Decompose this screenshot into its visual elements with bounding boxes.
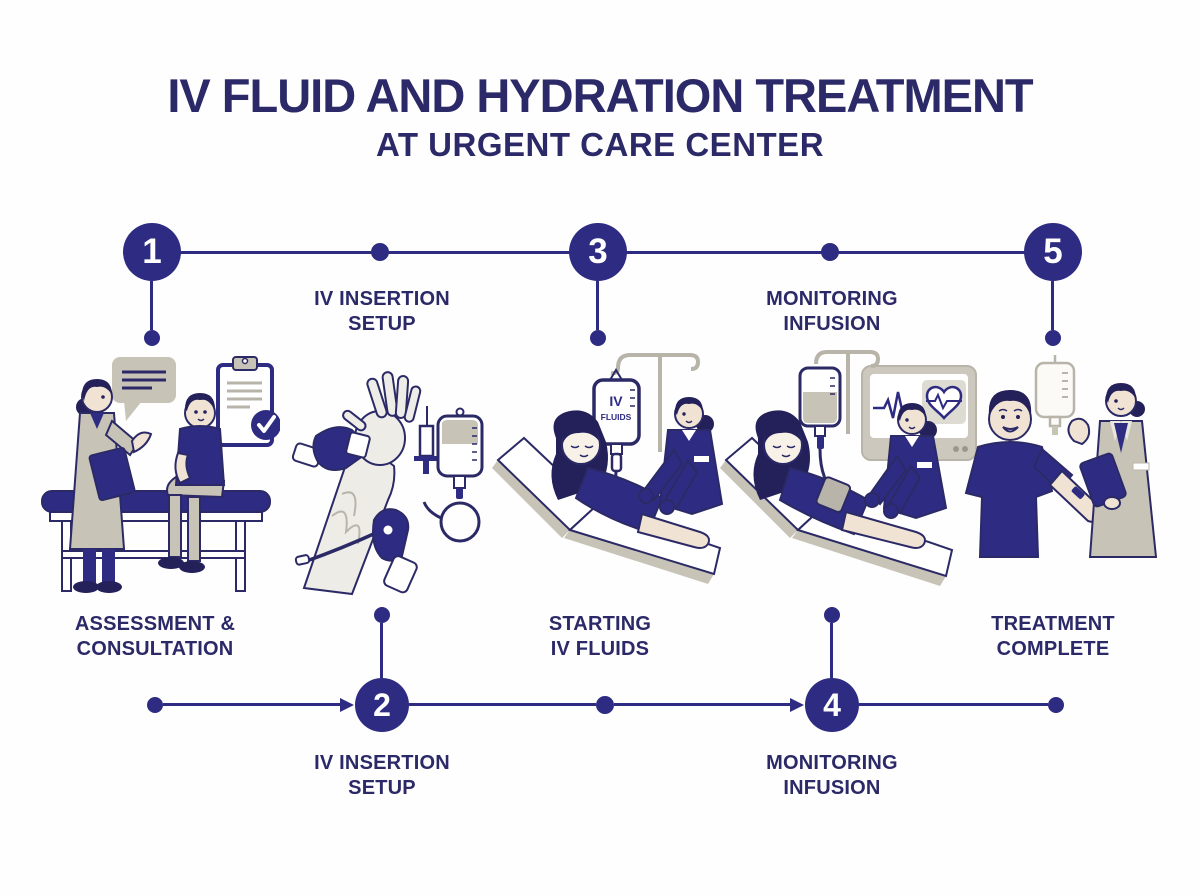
iv-pole [814, 350, 881, 434]
scene-treatment-complete [964, 355, 1158, 558]
nurse-figure [638, 397, 724, 516]
gloved-hand-tubing [294, 508, 418, 594]
patient-figure [158, 393, 226, 573]
step-circle-4: 4 [805, 678, 859, 732]
top-label-monitoring-infusion: MONITORING INFUSION [766, 288, 898, 335]
iv-bag-icon [422, 407, 484, 543]
timeline-dot [596, 696, 614, 714]
step-circle-1: 1 [123, 223, 181, 281]
timeline-end-dot [1048, 697, 1064, 713]
connector-dot [144, 330, 160, 346]
bottom-timeline-rail [409, 703, 596, 706]
step-circle-5: 5 [1024, 223, 1082, 281]
connector-step-1 [150, 281, 153, 330]
scene-monitoring-infusion [720, 350, 977, 586]
reclined-patient [551, 410, 710, 549]
connector-step-5 [1051, 281, 1054, 330]
happy-patient-figure [964, 390, 1129, 558]
syringe-icon [414, 406, 439, 474]
connector-dot [374, 607, 390, 623]
bottom-label-iv-insertion-setup: IV INSERTION SETUP [314, 752, 450, 799]
iv-bag-label-line1: IV [609, 393, 623, 409]
reclined-patient [753, 410, 926, 549]
connector-step-2 [380, 623, 383, 678]
scene-iv-insertion-setup [291, 371, 484, 596]
step-circle-3: 3 [569, 223, 627, 281]
patient-arm [302, 371, 422, 596]
arrow-right-icon [790, 698, 804, 712]
nurse-figure [864, 403, 948, 520]
arrow-right-icon [340, 698, 354, 712]
connector-step-4 [830, 623, 833, 678]
label-treatment-complete: TREATMENT COMPLETE [991, 613, 1115, 660]
connector-dot [590, 330, 606, 346]
connector-dot [824, 607, 840, 623]
top-label-iv-insertion-setup: IV INSERTION SETUP [314, 288, 450, 335]
label-starting-iv-fluids: STARTING IV FLUIDS [548, 613, 652, 660]
iv-bag-label-line2: FLUIDS [601, 412, 632, 422]
timeline-dot [821, 243, 839, 261]
clipboard-check-icon [216, 356, 280, 447]
timeline-dot [371, 243, 389, 261]
scene-assessment-consultation [41, 356, 280, 593]
timeline-start-dot [147, 697, 163, 713]
page-title: IV FLUID AND HYDRATION TREATMENT [167, 69, 1033, 122]
doctor-figure [1067, 383, 1158, 558]
page-subtitle: AT URGENT CARE CENTER [375, 126, 825, 163]
iv-bag-icon [1034, 355, 1076, 435]
bottom-timeline-rail [163, 703, 342, 706]
gloved-hand-swab [291, 426, 371, 471]
bottom-timeline-rail [859, 703, 1048, 706]
bottom-timeline-rail [614, 703, 791, 706]
connector-step-3 [596, 281, 599, 330]
recliner-chair [492, 436, 722, 584]
scene-starting-iv-fluids: IV FLUIDS [492, 353, 724, 584]
step-circle-2: 2 [355, 678, 409, 732]
speech-bubble-icon [112, 357, 176, 421]
bottom-label-monitoring-infusion: MONITORING INFUSION [766, 752, 898, 799]
connector-dot [1045, 330, 1061, 346]
doctor-figure [68, 379, 153, 593]
label-assessment-consultation: ASSESSMENT & CONSULTATION [74, 613, 236, 660]
